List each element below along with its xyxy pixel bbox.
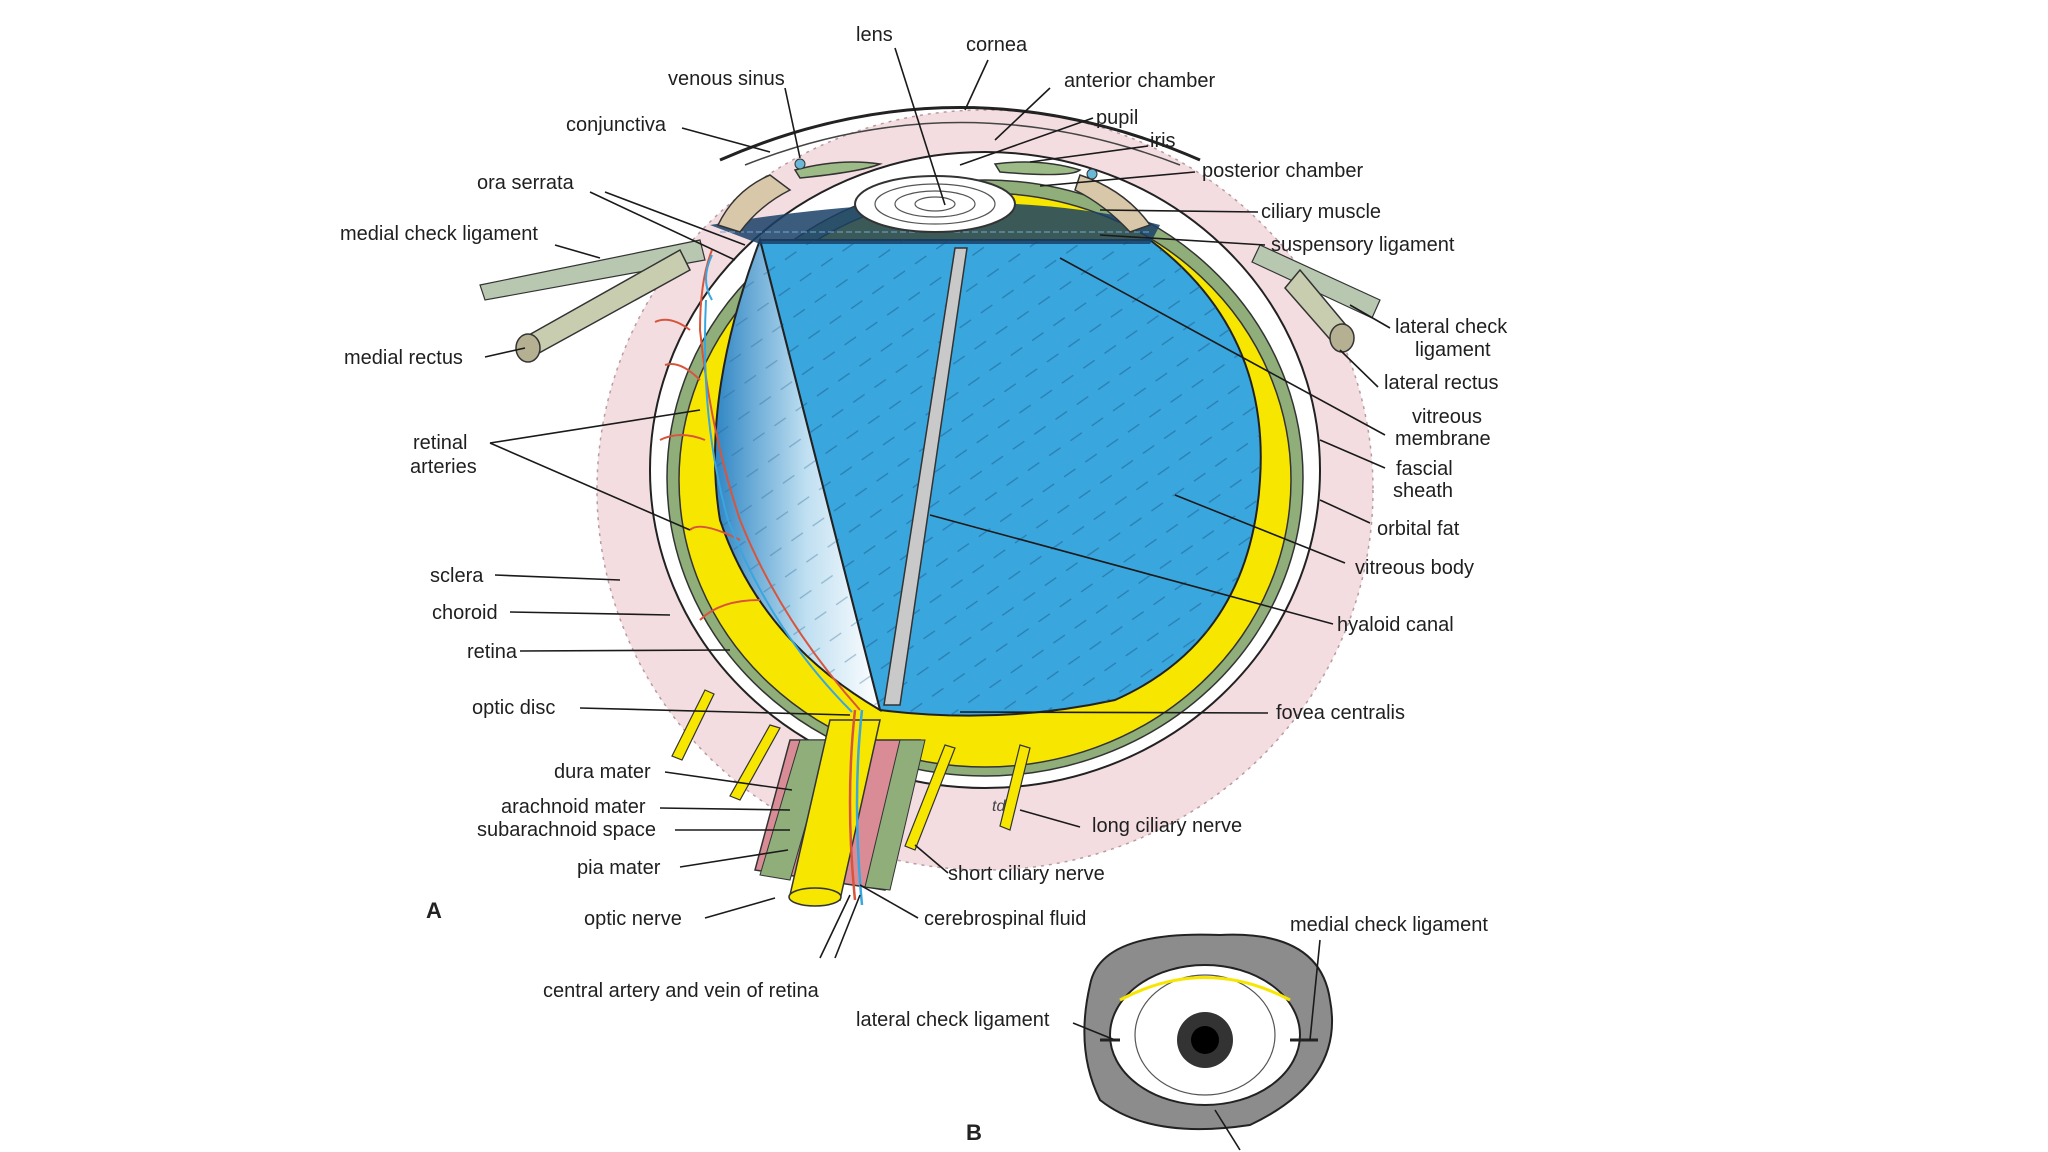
label-suspensory-ligament: suspensory ligament	[1271, 234, 1455, 256]
label-b-lateral-check-ligament: lateral check ligament	[856, 1009, 1050, 1031]
label-retinal-arteries-2: arteries	[410, 456, 477, 478]
label-lens: lens	[856, 24, 893, 46]
label-anterior-chamber: anterior chamber	[1064, 70, 1216, 92]
label-fovea-centralis: fovea centralis	[1276, 702, 1405, 724]
label-b-medial-check-ligament: medial check ligament	[1290, 914, 1488, 936]
cornea	[719, 106, 1201, 166]
medial-rectus	[515, 248, 691, 363]
label-pupil: pupil	[1096, 107, 1139, 129]
artist-initials: td	[992, 798, 1006, 815]
label-retinal-arteries: retinal	[413, 432, 468, 454]
label-medial-rectus: medial rectus	[344, 347, 463, 369]
label-posterior-chamber: posterior chamber	[1202, 160, 1364, 182]
panel-label-b: B	[966, 1120, 982, 1145]
lateral-rectus	[1284, 268, 1355, 353]
label-lateral-rectus: lateral rectus	[1384, 372, 1499, 394]
label-arachnoid-mater: arachnoid mater	[501, 796, 646, 818]
ciliary-nerves	[671, 689, 1031, 851]
label-choroid: choroid	[432, 602, 498, 624]
hyaloid-canal	[883, 247, 968, 706]
lens	[854, 175, 1016, 233]
label-fascial-sheath-2: sheath	[1393, 480, 1454, 502]
label-short-ciliary-nerve: short ciliary nerve	[948, 863, 1105, 885]
label-vitreous-membrane-2: membrane	[1395, 428, 1491, 450]
label-vitreous-body: vitreous body	[1355, 557, 1474, 579]
label-cornea: cornea	[966, 34, 1028, 56]
label-lateral-check-ligament-2: ligament	[1415, 339, 1491, 361]
optic-nerve	[754, 709, 926, 907]
retinal-arteries	[654, 249, 861, 711]
label-central-artery-vein: central artery and vein of retina	[543, 980, 819, 1002]
label-lateral-check-ligament: lateral check	[1395, 316, 1508, 338]
label-retina: retina	[467, 641, 518, 663]
retinal-veins	[703, 254, 853, 713]
label-ora-serrata: ora serrata	[477, 172, 574, 194]
label-vitreous-membrane: vitreous	[1412, 406, 1483, 428]
ciliary-body-right	[1074, 174, 1152, 233]
medial-check-ligament	[479, 239, 706, 301]
label-cerebrospinal-fluid: cerebrospinal fluid	[924, 908, 1087, 930]
vitreous-body	[714, 236, 1262, 717]
label-long-ciliary-nerve: long ciliary nerve	[1092, 815, 1243, 837]
label-iris: iris	[1150, 130, 1176, 152]
ciliary-body-left	[716, 174, 792, 233]
label-optic-disc: optic disc	[472, 697, 556, 719]
label-optic-nerve: optic nerve	[584, 908, 682, 930]
label-fascial-sheath: fascial	[1396, 458, 1453, 480]
label-venous-sinus: venous sinus	[668, 68, 785, 90]
label-pia-mater: pia mater	[577, 857, 661, 879]
venous-sinus	[794, 158, 1098, 180]
label-subarachnoid-space: subarachnoid space	[477, 819, 657, 841]
label-sclera: sclera	[430, 565, 484, 587]
label-dura-mater: dura mater	[554, 761, 651, 783]
label-hyaloid-canal: hyaloid canal	[1337, 614, 1454, 636]
label-ciliary-muscle: ciliary muscle	[1261, 201, 1382, 223]
iris	[793, 161, 1082, 179]
label-conjunctiva: conjunctiva	[566, 114, 667, 136]
leader-lines	[484, 47, 1391, 959]
inset-b-eye	[1072, 933, 1334, 1151]
label-orbital-fat: orbital fat	[1377, 518, 1460, 540]
panel-label-a: A	[426, 898, 442, 923]
label-medial-check-ligament: medial check ligament	[340, 223, 538, 245]
